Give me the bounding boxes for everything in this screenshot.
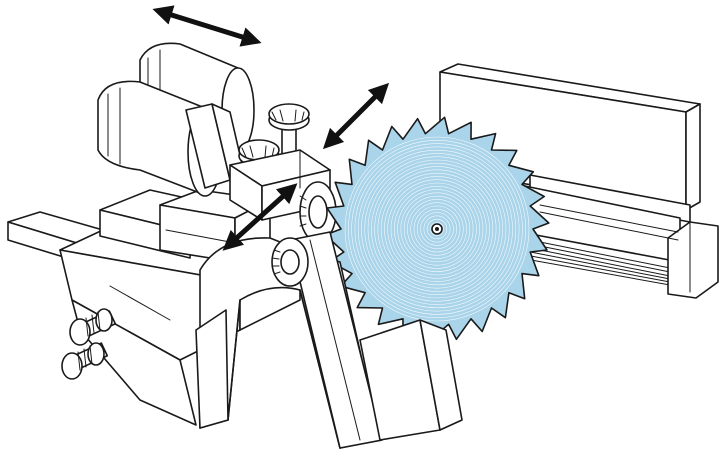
blade-ring: [361, 153, 513, 305]
blade-ring: [351, 143, 523, 315]
blade-ring: [357, 149, 517, 309]
saw-blade: [324, 116, 550, 342]
saw-blade-rings: [344, 136, 530, 322]
blade-ring: [393, 185, 481, 273]
blade-ring: [384, 176, 490, 282]
blade-ring: [364, 156, 510, 302]
blade-ring: [423, 215, 451, 243]
blade-ring: [347, 139, 527, 319]
blade-ring: [403, 195, 471, 263]
pivot-arm: [195, 231, 463, 449]
blade-ring: [390, 182, 484, 276]
blade-ring: [370, 162, 504, 296]
side-knob-upper: [69, 308, 117, 346]
blade-ring: [387, 179, 487, 279]
adjustment-knob-top: [268, 103, 310, 157]
blade-ring: [426, 218, 448, 240]
machine-base: [7, 189, 301, 426]
side-knob-lower: [61, 342, 109, 380]
blade-ring: [397, 189, 477, 269]
double-arrow-icon: [152, 5, 262, 47]
blade-ring: [374, 166, 500, 292]
motor-housings: [97, 42, 255, 197]
double-arrow-icon: [322, 82, 390, 150]
blade-ring: [344, 136, 530, 322]
blade-ring: [400, 192, 474, 266]
blade-ring: [377, 169, 497, 289]
double-arrow-icon: [222, 183, 298, 251]
blade-ring: [430, 222, 444, 236]
blade-ring: [413, 205, 461, 253]
blade-ring: [354, 146, 520, 312]
blade-ring: [416, 208, 458, 250]
blade-ring: [367, 159, 507, 299]
blade-ring: [410, 202, 464, 256]
blade-ring: [407, 199, 467, 259]
blade-ring: [380, 172, 494, 286]
blade-ring: [420, 212, 454, 246]
